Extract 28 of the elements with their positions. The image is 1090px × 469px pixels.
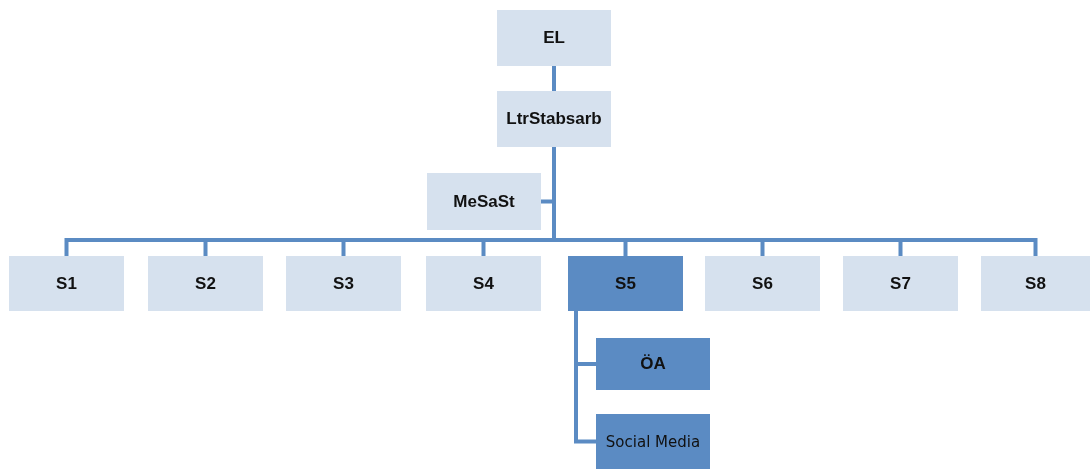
box-label: S4 xyxy=(473,273,494,294)
box-label: S6 xyxy=(752,273,773,294)
org-box xyxy=(148,256,263,311)
box-label: ÖA xyxy=(640,354,666,374)
org-box xyxy=(705,256,820,311)
box-label: S7 xyxy=(890,273,911,294)
org-box xyxy=(843,256,958,311)
box-label: S1 xyxy=(56,273,77,294)
org-box xyxy=(596,414,710,469)
org-box xyxy=(497,10,611,66)
connector-line xyxy=(574,311,596,444)
box-label: LtrStabsarb xyxy=(506,109,602,129)
org-box xyxy=(568,256,683,311)
connector-line xyxy=(552,66,556,91)
box-label: S2 xyxy=(195,273,216,294)
box-label: Social Media xyxy=(605,432,701,451)
org-box xyxy=(427,173,541,230)
org-box xyxy=(9,256,124,311)
box-label: MeSaSt xyxy=(453,191,515,212)
box-label: S8 xyxy=(1025,273,1046,294)
box-label: EL xyxy=(543,28,565,48)
org-box xyxy=(981,256,1090,311)
org-box xyxy=(497,91,611,147)
org-box xyxy=(596,338,710,390)
box-label: S5 xyxy=(615,273,636,294)
org-box xyxy=(426,256,541,311)
box-label: S3 xyxy=(333,273,354,294)
org-box xyxy=(286,256,401,311)
